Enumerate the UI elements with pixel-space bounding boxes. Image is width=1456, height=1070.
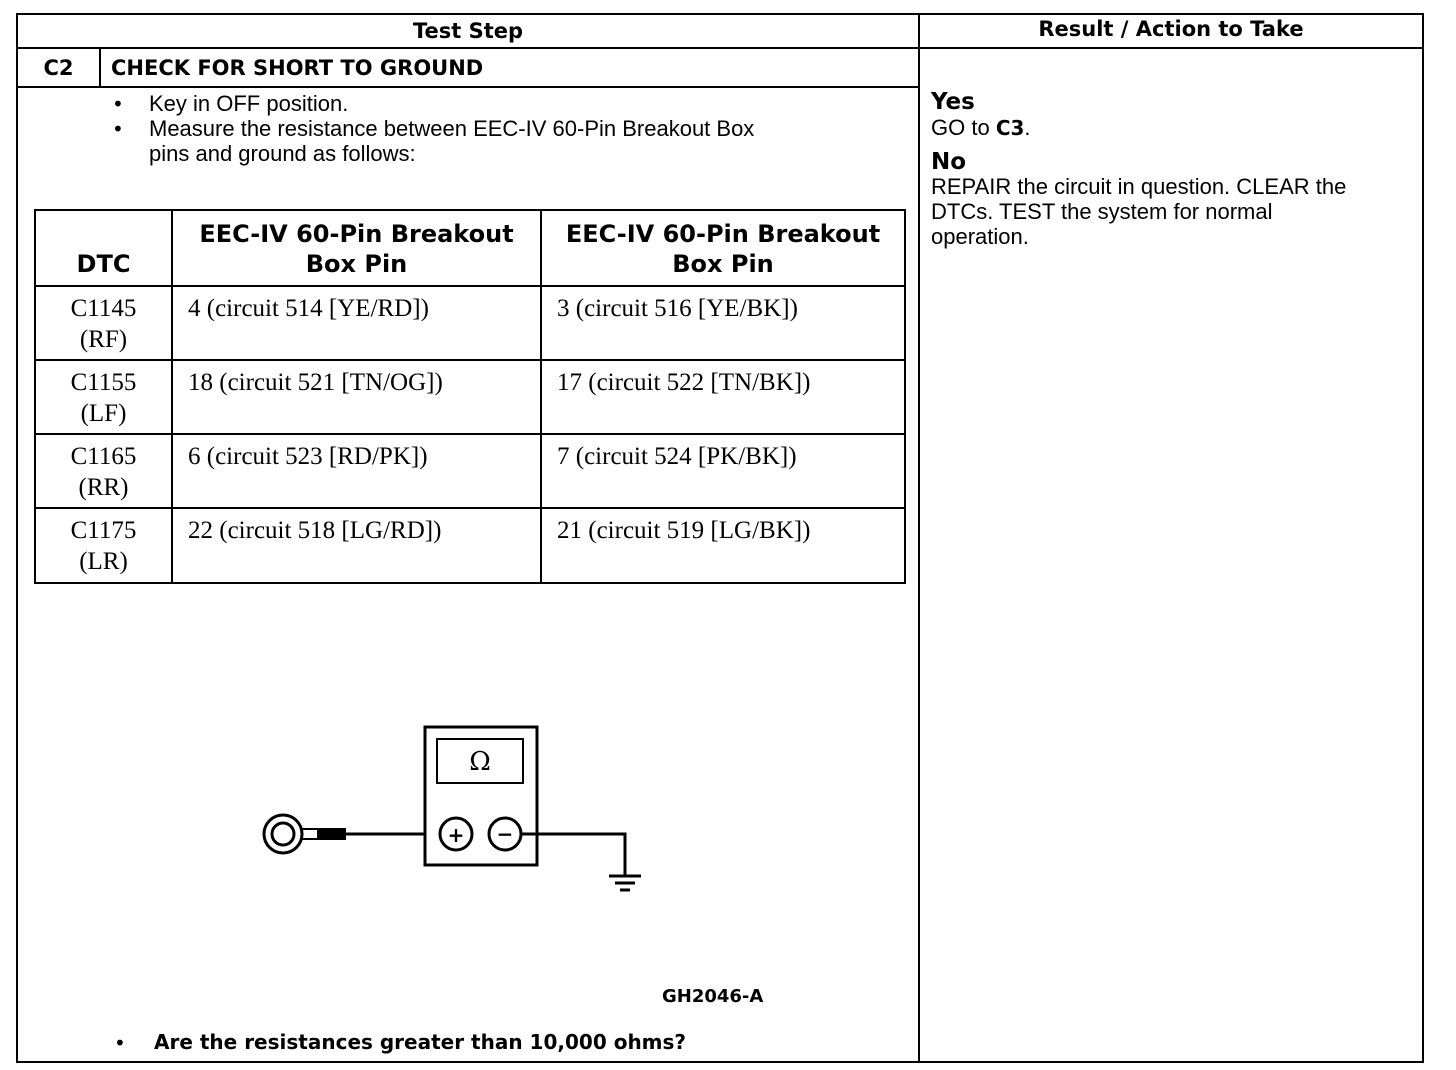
step-id: C2 (43, 56, 74, 80)
table-row: C1165(RR) 6 (circuit 523 [RD/PK]) 7 (cir… (34, 433, 906, 509)
result-yes-action: GO to C3. (931, 115, 1031, 140)
svg-text:+: + (448, 823, 465, 847)
bullet-icon: • (112, 92, 124, 116)
dtc-code-cell: C1155(LF) (34, 359, 173, 435)
dtc-code-cell: C1165(RR) (34, 433, 173, 509)
pin2-cell: 7 (circuit 524 [PK/BK]) (540, 433, 906, 509)
column-divider (918, 13, 920, 1063)
table-row: C1155(LF) 18 (circuit 521 [TN/OG]) 17 (c… (34, 359, 906, 435)
pin2-cell: 3 (circuit 516 [YE/BK]) (540, 285, 906, 361)
pin1-cell: 22 (circuit 518 [LG/RD]) (171, 507, 542, 584)
step-id-divider (99, 47, 101, 87)
result-no-action-line1: REPAIR the circuit in question. CLEAR th… (931, 174, 1347, 199)
result-no-action-line3: operation. (931, 224, 1029, 249)
header-test-step: Test Step (412, 19, 524, 43)
breakout-pin-icon (262, 813, 304, 855)
col-header-dtc: DTC (34, 209, 173, 287)
table-row: C1175(LR) 22 (circuit 518 [LG/RD]) 21 (c… (34, 507, 906, 584)
bullet-icon: • (114, 1031, 126, 1055)
figure-id: GH2046-A (662, 986, 764, 1007)
table-row: C1145(RF) 4 (circuit 514 [YE/RD]) 3 (cir… (34, 285, 906, 361)
bullet-icon: • (112, 117, 124, 141)
bullet-key-off: Key in OFF position. (149, 91, 349, 116)
bullet-measure-cont: pins and ground as follows: (149, 141, 416, 166)
step-question: Are the resistances greater than 10,000 … (154, 1030, 687, 1054)
dtc-code-cell: C1145(RF) (34, 285, 173, 361)
procedure-table (16, 13, 1424, 1063)
pin2-cell: 21 (circuit 519 [LG/BK]) (540, 507, 906, 584)
goto-step-link[interactable]: C3 (995, 116, 1025, 140)
pin1-cell: 4 (circuit 514 [YE/RD]) (171, 285, 542, 361)
pin1-cell: 6 (circuit 523 [RD/PK]) (171, 433, 542, 509)
dtc-code-cell: C1175(LR) (34, 507, 173, 584)
result-no-action-line2: DTCs. TEST the system for normal (931, 199, 1273, 224)
header-rule (16, 47, 1424, 49)
ohmmeter-display (436, 738, 524, 784)
header-result-action: Result / Action to Take (1038, 17, 1304, 41)
pin1-cell: 18 (circuit 521 [TN/OG]) (171, 359, 542, 435)
ohmmeter-diagram: Ω + − (262, 725, 641, 892)
svg-text:−: − (497, 822, 514, 846)
ground-lead (521, 832, 627, 875)
result-yes-label: Yes (931, 89, 975, 115)
probe-icon (301, 828, 346, 840)
bullet-measure: Measure the resistance between EEC-IV 60… (149, 116, 755, 141)
negative-terminal-icon: − (487, 816, 523, 852)
positive-terminal-icon: + (438, 816, 474, 852)
result-no-label: No (931, 149, 967, 175)
ground-icon (609, 874, 641, 892)
ohm-symbol: Ω (469, 747, 491, 777)
step-title-rule (16, 86, 919, 88)
pin2-cell: 17 (circuit 522 [TN/BK]) (540, 359, 906, 435)
step-title: CHECK FOR SHORT TO GROUND (111, 56, 484, 80)
